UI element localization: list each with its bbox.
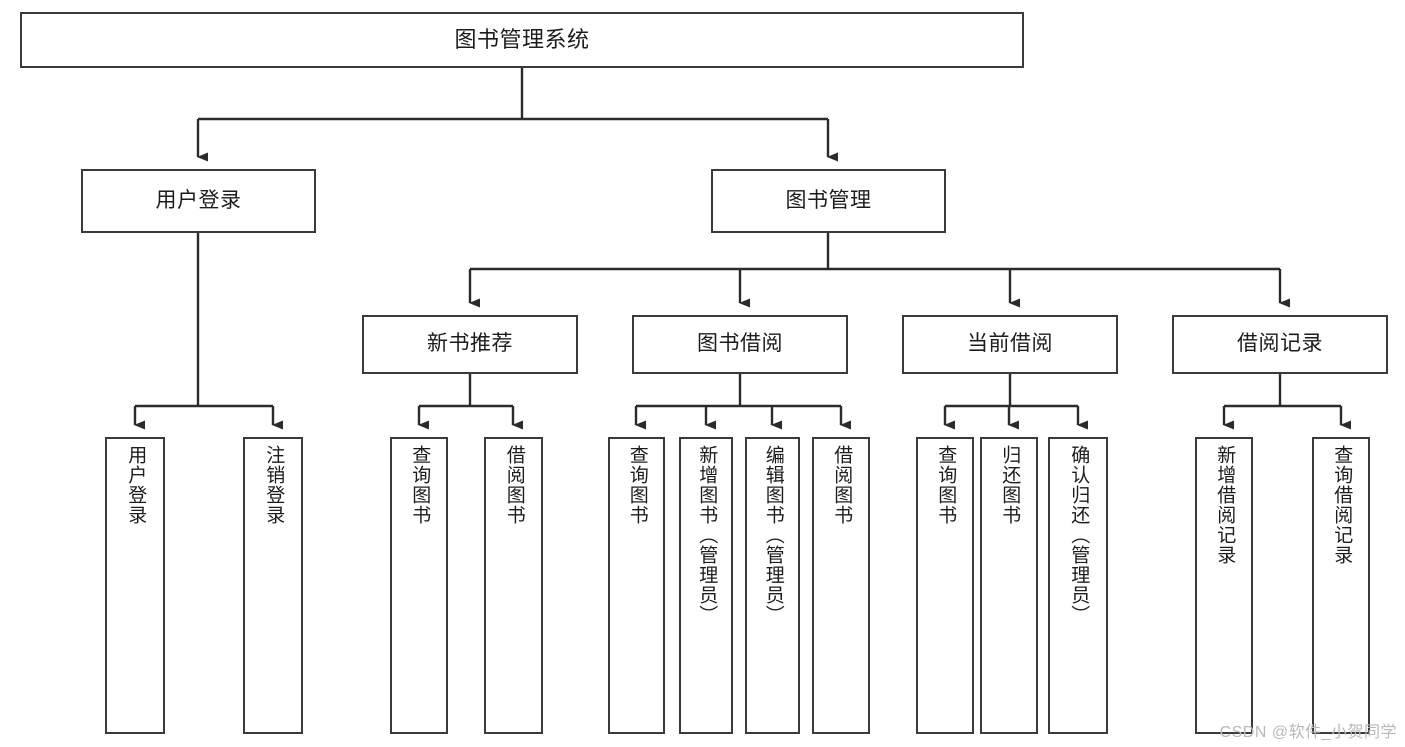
node-label: 查询借阅记录 xyxy=(1331,445,1353,565)
node-label: 查询图书 xyxy=(409,445,431,525)
node-label: 图书管理 xyxy=(785,188,872,212)
node-label: 借阅图书 xyxy=(503,445,525,525)
node-label: 用户登录 xyxy=(125,445,147,525)
node-book-manage[interactable]: 图书管理 xyxy=(711,169,946,233)
node-label: 确认归还（管理员） xyxy=(1068,445,1090,625)
node-leaf-confirm-return[interactable]: 确认归还（管理员） xyxy=(1048,437,1108,734)
node-borrow-record[interactable]: 借阅记录 xyxy=(1172,315,1388,374)
node-label: 借阅记录 xyxy=(1237,332,1323,356)
node-label: 新增借阅记录 xyxy=(1214,445,1236,565)
node-label: 新增图书（管理员） xyxy=(696,445,718,625)
node-leaf-query-book-3[interactable]: 查询图书 xyxy=(916,437,974,734)
node-leaf-return-book[interactable]: 归还图书 xyxy=(980,437,1038,734)
node-leaf-user-login[interactable]: 用户登录 xyxy=(105,437,165,734)
node-leaf-add-book[interactable]: 新增图书（管理员） xyxy=(679,437,733,734)
node-leaf-query-book-2[interactable]: 查询图书 xyxy=(608,437,665,734)
node-leaf-edit-book[interactable]: 编辑图书（管理员） xyxy=(745,437,800,734)
node-label: 注销登录 xyxy=(263,445,285,525)
node-book-borrow[interactable]: 图书借阅 xyxy=(632,315,848,374)
node-leaf-user-logout[interactable]: 注销登录 xyxy=(243,437,303,734)
node-label: 用户登录 xyxy=(155,188,242,212)
node-label: 查询图书 xyxy=(626,445,648,525)
node-leaf-borrow-book-2[interactable]: 借阅图书 xyxy=(812,437,870,734)
node-leaf-add-record[interactable]: 新增借阅记录 xyxy=(1195,437,1253,734)
node-label: 归还图书 xyxy=(999,445,1021,525)
node-label: 新书推荐 xyxy=(427,332,513,356)
node-label: 借阅图书 xyxy=(831,445,853,525)
node-label: 编辑图书（管理员） xyxy=(762,445,784,625)
node-label: 当前借阅 xyxy=(967,332,1053,356)
node-leaf-borrow-book-1[interactable]: 借阅图书 xyxy=(484,437,543,734)
connector-lines xyxy=(133,68,1351,430)
node-current-borrow[interactable]: 当前借阅 xyxy=(902,315,1118,374)
node-new-book-recommend[interactable]: 新书推荐 xyxy=(362,315,578,374)
node-label: 图书管理系统 xyxy=(454,27,590,53)
node-root-system[interactable]: 图书管理系统 xyxy=(20,12,1024,68)
node-user-login[interactable]: 用户登录 xyxy=(81,169,316,233)
node-leaf-query-book-1[interactable]: 查询图书 xyxy=(390,437,448,734)
node-leaf-query-record[interactable]: 查询借阅记录 xyxy=(1312,437,1370,734)
node-label: 查询图书 xyxy=(935,445,957,525)
node-label: 图书借阅 xyxy=(697,332,783,356)
